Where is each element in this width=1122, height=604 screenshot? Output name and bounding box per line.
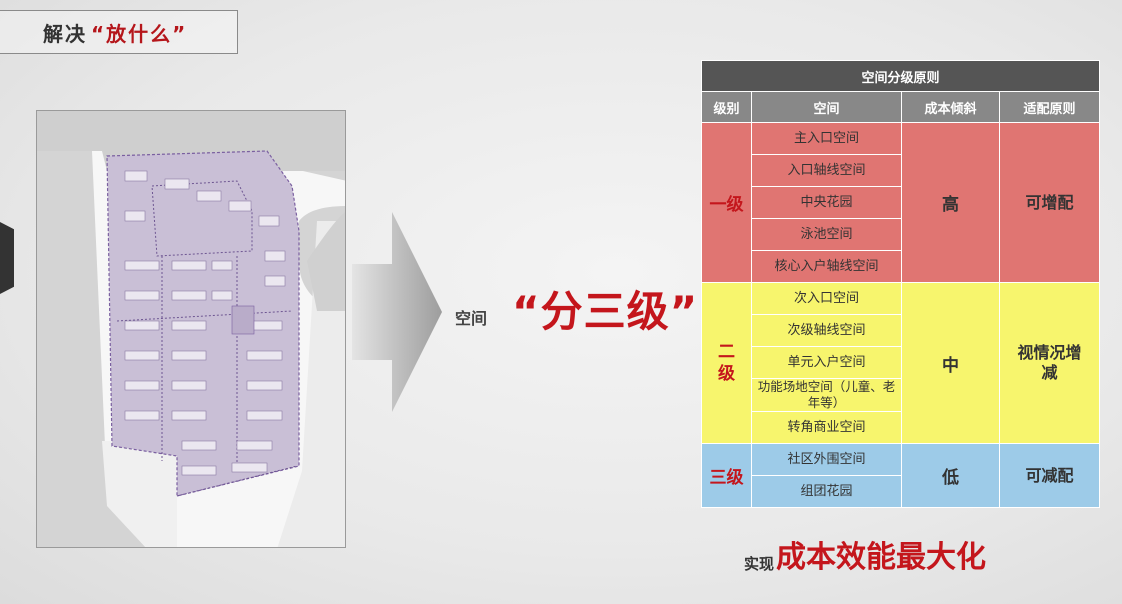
conclusion-text: 实现成本效能最大化 xyxy=(744,532,986,576)
section-title-prefix: 解决 xyxy=(43,21,87,46)
space-cell: 入口轴线空间 xyxy=(751,154,902,187)
cost-cell: 中 xyxy=(901,282,1000,444)
space-cell: 泳池空间 xyxy=(751,218,902,251)
space-cell: 单元入户空间 xyxy=(751,346,902,379)
rule-cell: 可增配 xyxy=(998,122,1101,283)
space-cell: 功能场地空间（儿童、老年等） xyxy=(751,378,902,412)
site-plan-drawing xyxy=(37,111,345,547)
conclusion-highlight: 成本效能最大化 xyxy=(776,540,987,575)
three-levels-label: “分三级” xyxy=(512,287,699,336)
table-row: 泳池空间 xyxy=(702,218,1100,251)
section-title-highlight: “放什么” xyxy=(91,21,188,46)
level-text: 二级 xyxy=(718,342,735,384)
space-label: 空间 xyxy=(455,309,488,328)
level-cell: 二级 xyxy=(701,282,752,444)
table-row: 入口轴线空间 xyxy=(702,154,1100,187)
space-cell: 组团花园 xyxy=(751,475,902,508)
cost-cell: 高 xyxy=(901,122,1000,283)
table-row: 次级轴线空间 xyxy=(702,314,1100,347)
space-cell: 中央花园 xyxy=(751,186,902,219)
section-title: 解决 “放什么” xyxy=(0,10,238,54)
table-caption: 空间分级原则 xyxy=(700,60,1101,92)
table-row: 功能场地空间（儿童、老年等） xyxy=(702,378,1100,412)
space-cell: 社区外围空间 xyxy=(751,443,902,476)
conclusion-prefix: 实现 xyxy=(744,555,775,573)
table-row: 中央花园 xyxy=(702,186,1100,219)
table-row: 二级 次入口空间 中 视情况增减 xyxy=(701,282,1101,444)
rule-cell: 可减配 xyxy=(998,443,1101,508)
header-space: 空间 xyxy=(751,91,902,123)
space-cell: 次级轴线空间 xyxy=(751,314,902,347)
table-row: 组团花园 xyxy=(702,475,1100,508)
table-row: 三级 社区外围空间 低 可减配 xyxy=(701,443,1101,508)
rule-cell: 视情况增减 xyxy=(998,282,1101,444)
right-arrow-shape xyxy=(352,212,442,412)
space-cell: 主入口空间 xyxy=(751,122,902,155)
level-cell: 三级 xyxy=(701,443,752,508)
table-row: 核心入户轴线空间 xyxy=(702,250,1100,283)
site-plan-image xyxy=(36,110,346,548)
header-level: 级别 xyxy=(701,91,752,123)
table-caption-row: 空间分级原则 xyxy=(700,60,1101,92)
rule-text: 视情况增减 xyxy=(1017,343,1082,382)
table-header-row: 级别 空间 成本倾斜 适配原则 xyxy=(701,91,1101,123)
space-grading-table: 空间分级原则 级别 空间 成本倾斜 适配原则 一级 主入口空间 高 可增配 入口… xyxy=(700,60,1101,508)
previous-arrow-shape xyxy=(0,222,14,294)
table-row: 一级 主入口空间 高 可增配 xyxy=(701,122,1101,283)
level-cell: 一级 xyxy=(701,122,752,283)
header-rule: 适配原则 xyxy=(998,91,1101,123)
space-text: 功能场地空间（儿童、老年等） xyxy=(757,379,896,410)
header-cost: 成本倾斜 xyxy=(901,91,1000,123)
space-cell: 次入口空间 xyxy=(751,282,902,315)
cost-cell: 低 xyxy=(901,443,1000,508)
space-cell: 转角商业空间 xyxy=(751,411,902,444)
space-cell: 核心入户轴线空间 xyxy=(751,250,902,283)
